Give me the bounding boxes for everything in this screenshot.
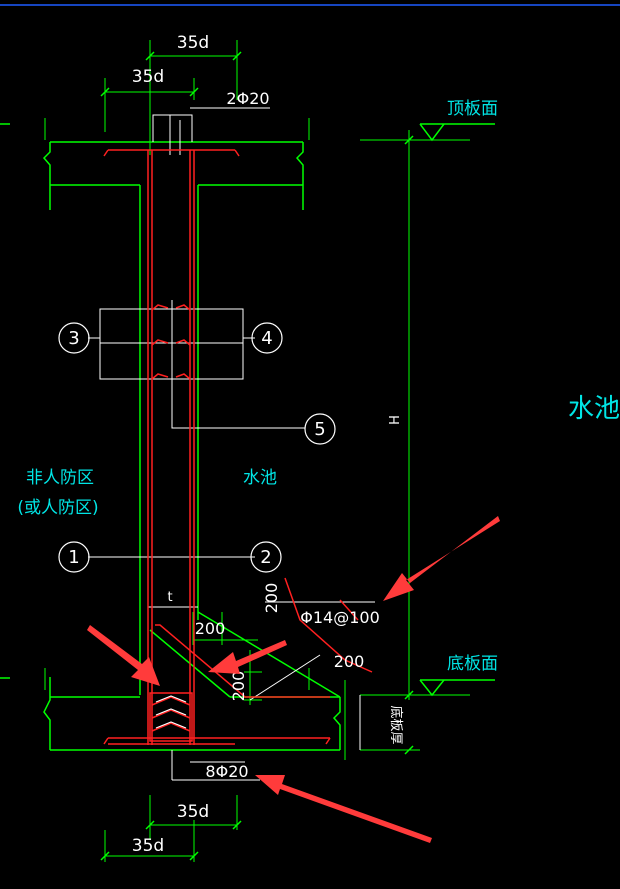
callout-2: 2 xyxy=(250,541,282,573)
dimension-ticks xyxy=(100,51,414,861)
callout-1-label: 1 xyxy=(68,547,79,568)
dim-height: H xyxy=(388,415,403,425)
dim-200-vertical: 200 xyxy=(229,671,248,702)
callout-1: 1 xyxy=(58,541,90,573)
arrow-to-bottom-rebar xyxy=(255,775,432,843)
bottom-thickness-label: 底板厚 xyxy=(388,705,404,744)
detail-lines xyxy=(88,107,375,781)
right-zone-label: 水池 xyxy=(243,468,277,488)
dim-200-haunch-horizontal: 200 xyxy=(334,652,365,671)
arrow-to-haunch-rebar xyxy=(383,516,500,601)
arrow-to-wall-bottom-left xyxy=(87,625,160,686)
callout-3-label: 3 xyxy=(68,328,79,349)
far-right-zone-label: 水池 xyxy=(568,394,620,424)
axis-lines xyxy=(44,40,470,862)
level-markers xyxy=(419,123,495,697)
dim-200-horizontal: 200 xyxy=(195,619,226,638)
rebar-top-label: 2Φ20 xyxy=(226,89,269,108)
dim-200-haunch-vertical: 200 xyxy=(262,583,281,614)
level-bottom-label: 底板面 xyxy=(447,654,498,674)
rebar-bottom-label: 8Φ20 xyxy=(205,762,248,781)
callout-5: 5 xyxy=(304,413,336,445)
stirrup-marks xyxy=(155,695,187,729)
dim-bottom-inner: 35d xyxy=(177,802,209,822)
callout-4: 4 xyxy=(251,322,283,354)
callout-3: 3 xyxy=(58,322,90,354)
concrete-outline xyxy=(0,123,341,751)
callout-5-label: 5 xyxy=(314,419,325,440)
dim-t: t xyxy=(167,590,172,605)
rebar-lines xyxy=(103,149,373,745)
dim-top-inner: 35d xyxy=(132,67,164,87)
callout-2-label: 2 xyxy=(260,547,271,568)
left-zone-label-line2: (或人防区) xyxy=(17,498,98,518)
arrow-to-haunch-corner xyxy=(208,640,287,674)
left-zone-label-line1: 非人防区 xyxy=(26,468,94,488)
rebar-haunch-label: Φ14@100 xyxy=(300,608,380,627)
callout-4-label: 4 xyxy=(261,328,272,349)
dim-top-outer: 35d xyxy=(177,33,209,53)
level-top-label: 顶板面 xyxy=(447,99,498,119)
dim-bottom-outer: 35d xyxy=(132,836,164,856)
